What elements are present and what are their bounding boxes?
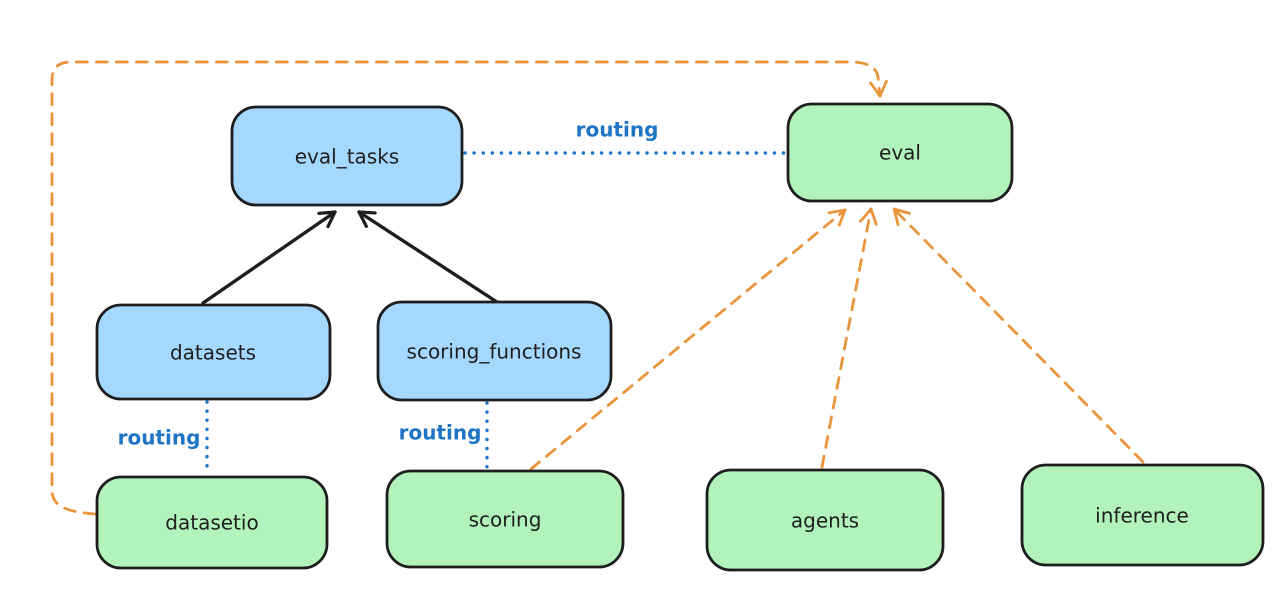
node-agents: agents <box>705 468 945 572</box>
node-scoring-label: scoring <box>469 508 542 532</box>
node-eval: eval <box>786 102 1014 203</box>
node-inference-label: inference <box>1095 504 1189 528</box>
edge-datasets-to-eval-tasks <box>201 210 337 305</box>
node-inference: inference <box>1020 463 1265 567</box>
edge-inference-to-eval <box>892 207 1145 464</box>
node-datasets-box <box>95 303 332 401</box>
routing-label-scoring-functions-scoring: routing <box>399 421 482 445</box>
node-agents-label: agents <box>791 509 859 533</box>
node-datasetio: datasetio <box>95 475 329 570</box>
node-scoring-box <box>385 469 625 569</box>
routing-label-datasets-datasetio: routing <box>118 426 201 450</box>
edge-scoring-to-eval <box>529 208 847 471</box>
routing-label-eval-tasks-eval: routing <box>576 118 659 142</box>
node-datasets: datasets <box>95 303 332 401</box>
node-eval-box <box>786 102 1014 203</box>
node-eval-label: eval <box>879 141 921 165</box>
node-scoring-functions: scoring_functions <box>376 300 613 402</box>
node-datasetio-box <box>95 475 329 570</box>
node-scoring-functions-box <box>376 300 613 402</box>
edge-scoring-functions-to-eval-tasks <box>357 210 502 306</box>
edge-agents-to-eval <box>820 207 878 469</box>
node-datasets-label: datasets <box>170 341 256 365</box>
node-eval-tasks-label: eval_tasks <box>295 145 399 169</box>
node-scoring-functions-label: scoring_functions <box>407 340 582 364</box>
node-datasetio-label: datasetio <box>165 511 258 535</box>
node-eval-tasks-box <box>230 105 464 207</box>
node-inference-box <box>1020 463 1265 567</box>
node-scoring: scoring <box>385 469 625 569</box>
node-eval-tasks: eval_tasks <box>230 105 464 207</box>
edge-datasetio-to-eval-loop <box>50 60 888 516</box>
node-agents-box <box>705 468 945 572</box>
